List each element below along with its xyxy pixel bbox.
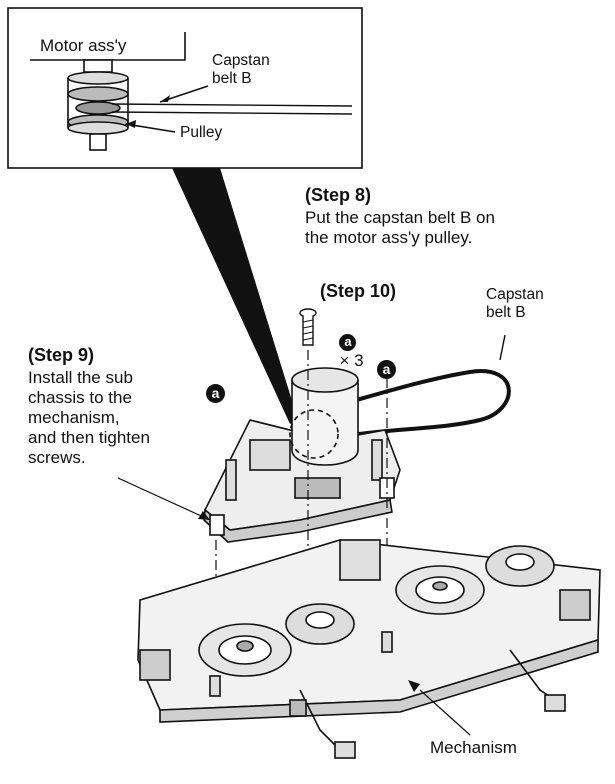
sub-chassis [203, 367, 401, 543]
step8-line2: the motor ass'y pulley. [305, 228, 473, 247]
inset-belt-label-2: belt B [212, 70, 252, 87]
mechanism-leader [419, 689, 471, 736]
step8-line1: Put the capstan belt B on [305, 208, 495, 227]
step9-arrow-icon [198, 511, 210, 520]
step9-title: (Step 9) [28, 345, 95, 365]
pulley-arrow-icon [126, 120, 136, 128]
screw-a-badge-icon: a [339, 334, 357, 351]
belt-label-2: belt B [486, 304, 526, 321]
step10-quantity: a × 3 [330, 310, 364, 370]
inset-belt-label-1: Capstan [212, 52, 270, 69]
inset-detail-view [7, 7, 363, 169]
mechanism-arrow-icon [408, 680, 420, 692]
screw-a-right-icon: a [377, 360, 396, 379]
step9-leader [117, 477, 211, 521]
step9-line3: mechanism, [28, 408, 120, 427]
screw-a-left-icon: a [206, 384, 225, 403]
mechanism-label: Mechanism [430, 738, 517, 757]
step9-line2: chassis to the [28, 388, 132, 407]
step8-title: (Step 8) [305, 185, 372, 205]
motor-assy-label: Motor ass'y [40, 36, 127, 55]
screw-icon [299, 308, 317, 346]
pulley-label: Pulley [180, 124, 223, 141]
step9-line1: Install the sub [28, 368, 133, 387]
step10-title: (Step 10) [320, 281, 397, 301]
callout-wedge [172, 168, 298, 424]
step10-count: × 3 [339, 351, 364, 370]
step9-line5: screws. [28, 448, 86, 467]
step9-line4: and then tighten [28, 428, 150, 447]
belt-arrow-icon [160, 95, 170, 102]
belt-label-1: Capstan [486, 286, 544, 303]
capstan-belt-loop [311, 369, 511, 442]
mechanism-base [137, 539, 601, 759]
